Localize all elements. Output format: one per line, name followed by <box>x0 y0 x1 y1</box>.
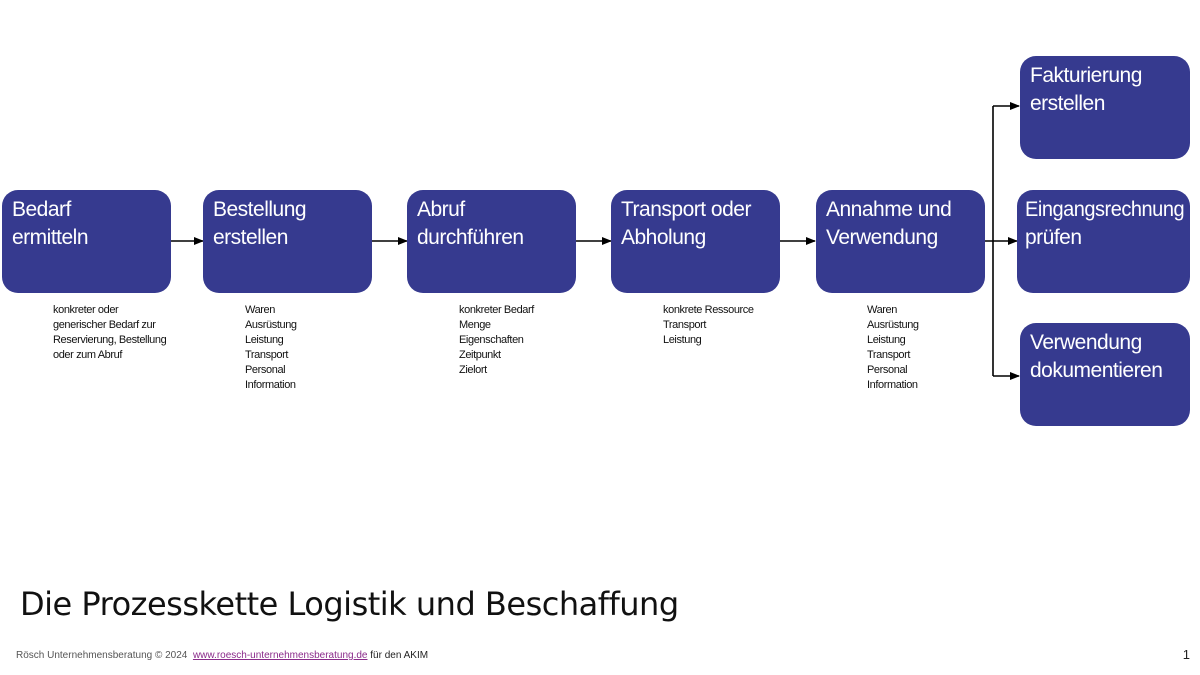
notes-bestellung-erstellen: Waren Ausrüstung Leistung Transport Pers… <box>245 303 297 393</box>
note-line: Leistung <box>245 334 284 346</box>
note-line: Zielort <box>459 364 487 376</box>
step-label-line: Bedarf <box>12 198 71 221</box>
step-label-line: ermitteln <box>12 226 89 249</box>
notes-abruf-durchfuehren: konkreter Bedarf Menge Eigenschaften Zei… <box>459 303 534 378</box>
note-line: Transport <box>245 349 289 361</box>
notes-bedarf-ermitteln: konkreter oder generischer Bedarf zur Re… <box>53 303 167 363</box>
note-line: konkreter Bedarf <box>459 304 534 316</box>
step-bestellung-erstellen: Bestellung erstellen <box>203 190 372 293</box>
note-line: Waren <box>867 304 897 316</box>
step-label-line: Annahme und <box>826 198 952 221</box>
slide-title: Die Prozesskette Logistik und Beschaffun… <box>20 585 679 623</box>
step-label-line: Abholung <box>621 226 706 249</box>
note-line: Personal <box>867 364 908 376</box>
step-label-line: Bestellung <box>213 198 307 221</box>
step-label-line: erstellen <box>213 226 288 249</box>
step-abruf-durchfuehren: Abruf durchführen <box>407 190 576 293</box>
branch-label-line: Verwendung <box>1030 331 1142 354</box>
step-label-line: Verwendung <box>826 226 938 249</box>
footer-suffix: für den AKIM <box>370 650 429 661</box>
footer-website-link[interactable]: www.roesch-unternehmensberatung.de <box>192 650 368 661</box>
note-line: Transport <box>867 349 911 361</box>
note-line: Eigenschaften <box>459 334 524 346</box>
note-line: Ausrüstung <box>245 319 297 331</box>
step-label-line: durchführen <box>417 226 524 249</box>
page-number: 1 <box>1182 647 1190 662</box>
step-bedarf-ermitteln: Bedarf ermitteln <box>2 190 171 293</box>
footer-copyright: Rösch Unternehmensberatung © 2024 <box>16 650 188 661</box>
branch-eingangsrechnung-pruefen: Eingangsrechnung prüfen <box>1017 190 1190 293</box>
notes-transport-oder-abholung: konkrete Ressource Transport Leistung <box>663 303 754 348</box>
note-line: generischer Bedarf zur <box>53 319 156 331</box>
note-line: Waren <box>245 304 275 316</box>
branch-label-line: Eingangsrechnung <box>1025 198 1185 221</box>
note-line: Information <box>867 379 918 391</box>
note-line: Ausrüstung <box>867 319 919 331</box>
note-line: Menge <box>459 319 491 331</box>
branch-label-line: erstellen <box>1030 92 1105 115</box>
note-line: konkreter oder <box>53 304 119 316</box>
note-line: Information <box>245 379 296 391</box>
step-label-line: Transport oder <box>621 198 751 221</box>
step-annahme-und-verwendung: Annahme und Verwendung <box>816 190 985 293</box>
notes-annahme-und-verwendung: Waren Ausrüstung Leistung Transport Pers… <box>867 303 919 393</box>
step-transport-oder-abholung: Transport oder Abholung <box>611 190 780 293</box>
branch-fakturierung-erstellen: Fakturierung erstellen <box>1020 56 1190 159</box>
branch-verwendung-dokumentieren: Verwendung dokumentieren <box>1020 323 1190 426</box>
note-line: oder zum Abruf <box>53 349 122 361</box>
footer: Rösch Unternehmensberatung © 2024 www.ro… <box>16 650 428 661</box>
note-line: Leistung <box>867 334 906 346</box>
step-label-line: Abruf <box>417 198 465 221</box>
branch-label-line: dokumentieren <box>1030 359 1163 382</box>
note-line: Zeitpunkt <box>459 349 501 361</box>
note-line: Leistung <box>663 334 702 346</box>
branch-label-line: Fakturierung <box>1030 64 1142 87</box>
note-line: konkrete Ressource <box>663 304 754 316</box>
branch-label-line: prüfen <box>1025 226 1082 249</box>
note-line: Reservierung, Bestellung <box>53 334 167 346</box>
note-line: Transport <box>663 319 707 331</box>
note-line: Personal <box>245 364 286 376</box>
